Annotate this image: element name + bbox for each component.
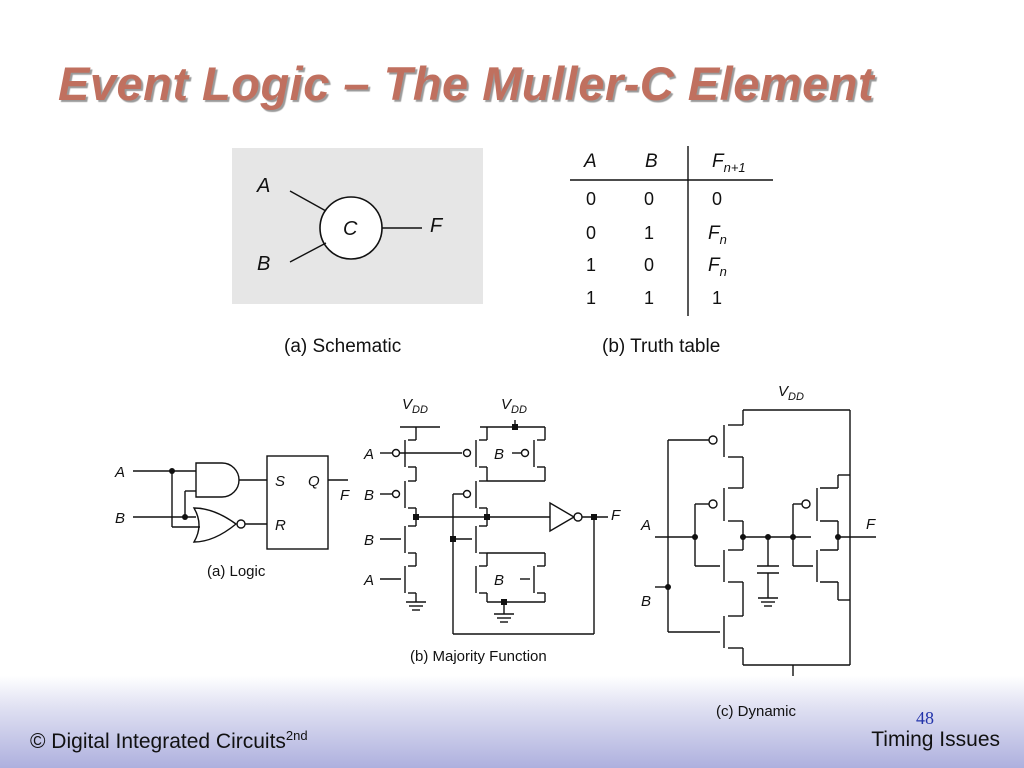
majority-label-b1: B [364, 487, 374, 504]
logic-r: R [275, 517, 286, 534]
majority-label-a1: A [363, 446, 374, 463]
truth-cell: Fn [708, 223, 727, 247]
majority-label-a2: A [363, 572, 374, 589]
logic-f: F [340, 487, 350, 504]
truth-header-b: B [645, 151, 658, 172]
logic-circuit [133, 455, 348, 550]
footer-chapter: Timing Issues [871, 728, 1000, 751]
truth-header-a: A [583, 151, 597, 172]
truth-cell: 1 [644, 288, 654, 308]
truth-cell: 1 [586, 288, 596, 308]
majority-label-b2: B [364, 532, 374, 549]
slide-title: Event Logic – The Muller-C Element [58, 57, 875, 110]
schematic-gate-label: C [343, 218, 358, 240]
dynamic-circuit [655, 409, 876, 688]
logic-input-b: B [115, 510, 125, 527]
truth-cell: 0 [644, 255, 654, 275]
truth-cell: 1 [644, 223, 654, 243]
logic-input-a: A [114, 464, 125, 481]
truth-cell: 0 [586, 189, 596, 209]
dynamic-output-f: F [866, 516, 876, 533]
dynamic-input-b: B [641, 593, 651, 610]
truth-cell: 0 [644, 189, 654, 209]
page-number: 48 [916, 708, 934, 728]
truth-table-grid [570, 146, 773, 316]
truth-cell: 0 [586, 223, 596, 243]
schematic-symbol [232, 148, 483, 304]
schematic-output: F [430, 215, 444, 237]
truth-header-f: Fn+1 [712, 151, 746, 175]
dynamic-caption: (c) Dynamic [716, 703, 797, 720]
truth-cell: Fn [708, 255, 727, 279]
majority-label-f: F [611, 507, 621, 524]
logic-q: Q [308, 473, 320, 490]
truth-cell: 0 [712, 189, 722, 209]
schematic-input-b: B [257, 253, 270, 275]
dynamic-vdd: VDD [778, 383, 804, 403]
diagram-canvas: A B C F (a) Schematic A B Fn+1 0 0 0 0 1… [114, 146, 876, 688]
schematic-input-a: A [256, 175, 270, 197]
logic-caption: (a) Logic [207, 563, 266, 580]
dynamic-input-a: A [640, 517, 651, 534]
footer-course-text: © Digital Integrated Circuits [30, 730, 286, 753]
majority-vdd-right: VDD [501, 396, 527, 416]
logic-s: S [275, 473, 285, 490]
majority-label-bn: B [494, 572, 504, 589]
majority-label-bp: B [494, 446, 504, 463]
majority-circuit [380, 420, 608, 635]
truth-cell: 1 [712, 288, 722, 308]
footer-course: © Digital Integrated Circuits2nd [30, 728, 308, 754]
schematic-caption: (a) Schematic [284, 336, 401, 357]
footer-edition: 2nd [285, 728, 308, 743]
truth-table-caption: (b) Truth table [602, 336, 720, 357]
footer-band [0, 676, 1024, 768]
majority-vdd-left: VDD [402, 396, 428, 416]
truth-cell: 1 [586, 255, 596, 275]
majority-caption: (b) Majority Function [410, 648, 547, 665]
